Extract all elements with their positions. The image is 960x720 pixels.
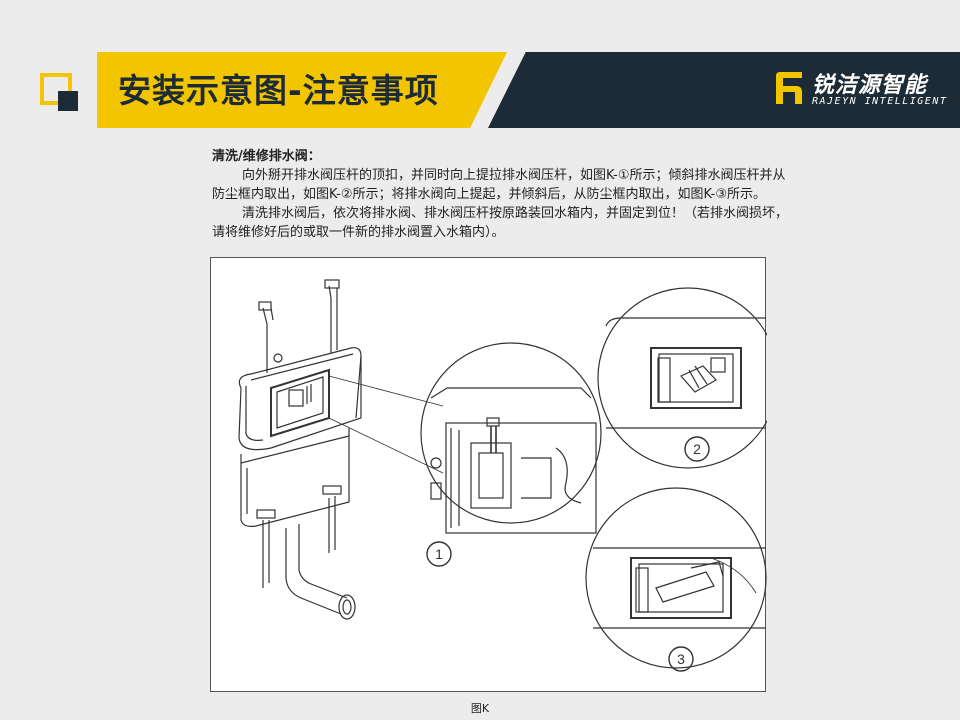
cistern-illustration — [238, 279, 444, 620]
instruction-paragraph-2: 清洗排水阀后，依次将排水阀、排水阀压杆按原路装回水箱内，并固定到位！（若排水阀损… — [212, 206, 789, 240]
detail-view-2 — [597, 287, 767, 469]
header-decoration-icon — [40, 73, 78, 111]
deco-square-outline — [40, 73, 72, 105]
instruction-paragraph-1: 向外掰开排水阀压杆的顶扣，并同时向上提拉排水阀压杆，如图K-①所示；倾斜排水阀压… — [212, 168, 786, 202]
brand-logo-icon — [776, 72, 802, 104]
deco-square-fill — [58, 91, 78, 111]
detail-view-3 — [585, 487, 767, 672]
step-label-3: 3 — [677, 651, 685, 667]
figure-caption: 图K — [470, 702, 490, 715]
instruction-text: 清洗/维修排水阀： 向外掰开排水阀压杆的顶扣，并同时向上提拉排水阀压杆，如图K-… — [212, 147, 792, 242]
section-heading: 清洗/维修排水阀： — [212, 149, 321, 164]
diagram-figure: 1 2 3 — [210, 257, 767, 692]
step-label-1: 1 — [435, 546, 443, 562]
detail-view-1 — [420, 342, 602, 567]
header-brand-banner — [488, 52, 960, 128]
page-title: 安装示意图-注意事项 — [118, 71, 439, 110]
cistern-diagram: 1 2 3 — [238, 279, 767, 672]
brand-name-en: RAJEYN INTELLIGENT — [812, 96, 948, 107]
step-label-2: 2 — [693, 441, 701, 457]
brand-name-cn: 锐洁源智能 — [812, 73, 928, 98]
header-title-banner — [97, 52, 507, 128]
